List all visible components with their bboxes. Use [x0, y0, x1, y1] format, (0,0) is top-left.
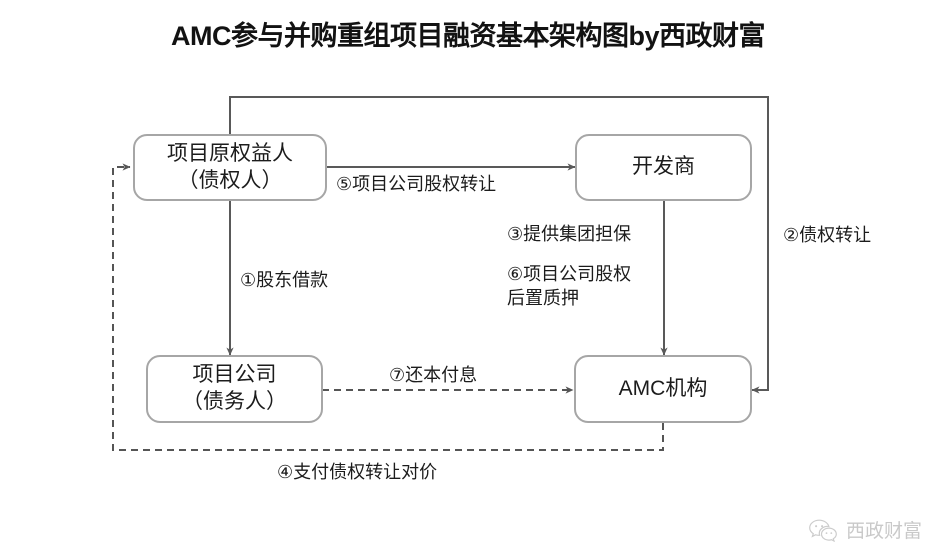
edge-label-step-5: ⑤项目公司股权转让 [336, 174, 497, 194]
node-project-company-line-2: （债务人） [182, 390, 287, 413]
node-original-rights-holder[interactable]: 项目原权益人 （债权人） [133, 134, 327, 201]
edge-label-step-1: ①股东借款 [240, 270, 329, 290]
node-original-rights-holder-line-1: 项目原权益人 [167, 141, 293, 165]
node-developer[interactable]: 开发商 [575, 134, 752, 201]
edge-label-step-6-line-2: 后置质押 [507, 288, 579, 309]
watermark: 西政财富 [808, 516, 922, 543]
edge-label-step-6: ⑥项目公司股权 后置质押 [507, 262, 647, 311]
edge-step-4-line [112, 163, 664, 451]
node-developer-line-1: 开发商 [632, 155, 695, 179]
edge-label-step-3: ③提供集团担保 [507, 224, 632, 244]
node-original-rights-holder-line-2: （债权人） [177, 168, 283, 192]
watermark-text: 西政财富 [845, 521, 922, 542]
edge-label-step-4: ④支付债权转让对价 [277, 462, 438, 482]
wechat-icon [808, 518, 838, 542]
node-project-company[interactable]: 项目公司 （债务人） [146, 355, 323, 423]
node-project-company-line-1: 项目公司 [192, 363, 277, 387]
node-amc[interactable]: AMC机构 [574, 355, 752, 423]
node-amc-line-1: AMC机构 [618, 376, 708, 400]
edge-label-step-7: ⑦还本付息 [389, 365, 478, 385]
edge-label-step-6-line-1: ⑥项目公司股权 [507, 264, 632, 284]
edge-step-2-line [229, 96, 769, 394]
edge-label-step-2: ②债权转让 [783, 225, 872, 245]
page-title: AMC参与并购重组项目融资基本架构图by西政财富 [171, 21, 766, 51]
